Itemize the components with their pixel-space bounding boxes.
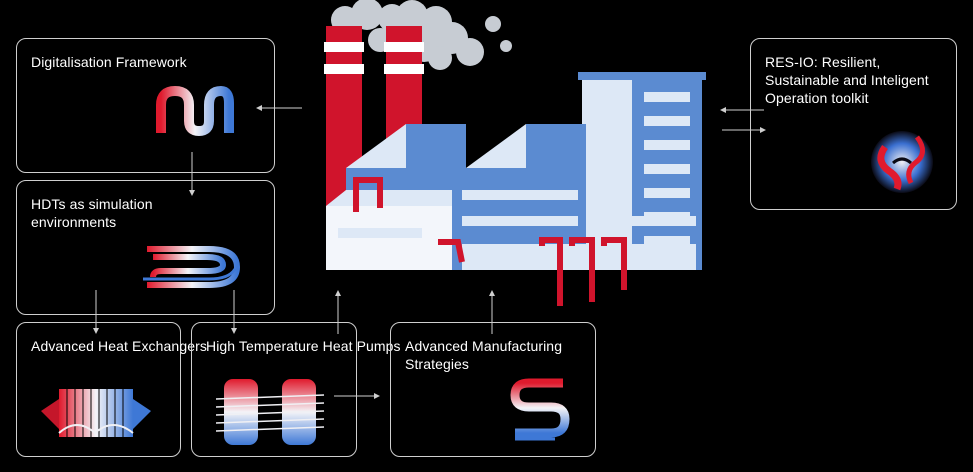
- resio-sphere-icon: [871, 131, 933, 193]
- resio-toolkit-node: RES-IO: Resilient, Sustainable and Intel…: [750, 38, 957, 210]
- heat-pump-icon: [216, 379, 325, 445]
- heat-pumps-label: High Temperature Heat Pumps: [206, 338, 401, 354]
- factory-tower: [578, 72, 706, 270]
- heat-exchanger-icon: [41, 389, 151, 437]
- heat-exchangers-label: Advanced Heat Exchangers: [31, 338, 207, 354]
- factory-front-block: [326, 190, 462, 270]
- heat-pumps-node: High Temperature Heat Pumps: [191, 322, 401, 457]
- manufacturing-strategies-label: Advanced Manufacturing Strategies: [405, 338, 563, 372]
- hdt-logo-icon: [143, 246, 241, 288]
- digitalisation-framework-label: Digitalisation Framework: [31, 54, 187, 70]
- resio-toolkit-label: RES-IO: Resilient, Sustainable and Intel…: [765, 54, 929, 106]
- red-pipes: [353, 177, 627, 306]
- connector-arrows: [93, 105, 766, 399]
- manufacturing-strategies-node: Advanced Manufacturing Strategies: [390, 322, 596, 457]
- heat-exchangers-node: Advanced Heat Exchangers: [16, 322, 207, 457]
- digitalisation-framework-node: Digitalisation Framework: [16, 38, 275, 173]
- digitalisation-logo-icon: [156, 85, 234, 137]
- hdt-simulation-label: HDTs as simulation environments: [31, 196, 153, 230]
- hdt-simulation-node: HDTs as simulation environments: [16, 180, 275, 315]
- manufacturing-logo-icon: [510, 378, 570, 441]
